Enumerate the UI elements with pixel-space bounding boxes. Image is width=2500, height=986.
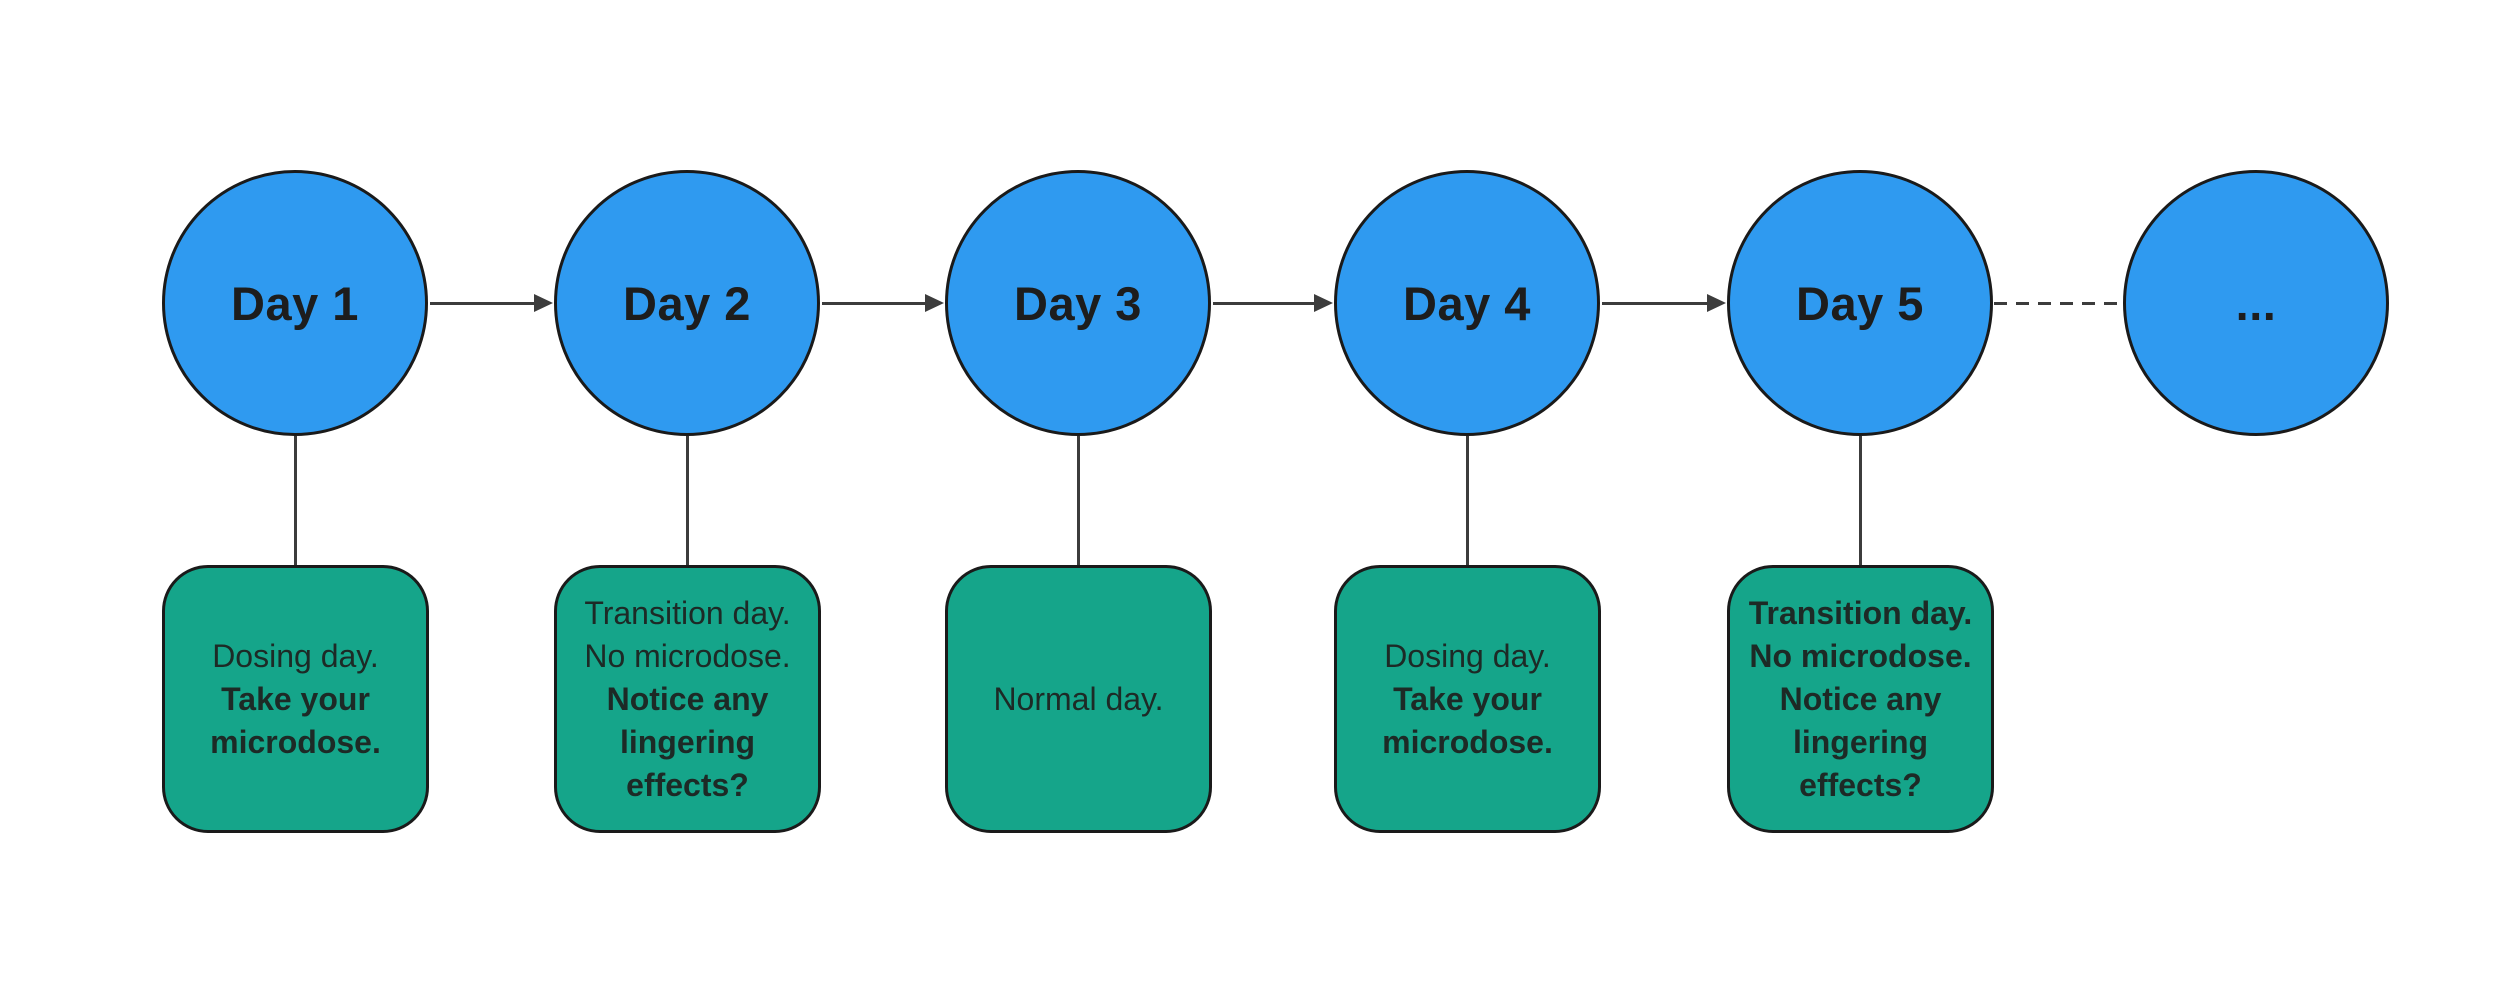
note-connector-day-3: [1076, 436, 1080, 565]
note-day-3: Normal day.: [945, 565, 1212, 833]
node-day-2-label: Day 2: [623, 276, 751, 330]
arrow-head-icon: [1707, 294, 1726, 312]
note-line: No microdose.: [584, 637, 791, 674]
note-line: Notice any: [606, 680, 769, 717]
note-day-4-text: Dosing day. Take your microdose.: [1382, 635, 1553, 764]
note-day-2-text: Transition day. No microdose. Notice any…: [584, 592, 790, 807]
node-day-1: Day 1: [162, 170, 428, 436]
note-connector-day-5: [1858, 436, 1862, 565]
note-connector-day-1: [293, 436, 297, 565]
node-day-3: Day 3: [945, 170, 1211, 436]
dashed-connector-day5-to-ellipsis: [1994, 302, 2122, 305]
note-day-1-text: Dosing day. Take your microdose.: [210, 635, 381, 764]
note-line: Notice any: [1779, 680, 1942, 717]
note-line: Dosing day.: [212, 637, 379, 674]
arrow-line: [1602, 301, 1707, 305]
node-day-5-label: Day 5: [1796, 276, 1924, 330]
arrow-head-icon: [925, 294, 944, 312]
note-connector-day-4: [1465, 436, 1469, 565]
node-day-4-label: Day 4: [1403, 276, 1531, 330]
arrow-line: [430, 301, 534, 305]
note-day-1: Dosing day. Take your microdose.: [162, 565, 429, 833]
node-ellipsis-label: ...: [2235, 276, 2277, 330]
note-day-3-text: Normal day.: [993, 678, 1163, 721]
arrow-line: [1213, 301, 1314, 305]
note-day-4: Dosing day. Take your microdose.: [1334, 565, 1601, 833]
note-line: Dosing day.: [1384, 637, 1551, 674]
note-line: microdose.: [210, 723, 381, 760]
node-ellipsis: ...: [2123, 170, 2389, 436]
note-line: No microdose.: [1749, 637, 1972, 674]
note-line: Transition day.: [1748, 594, 1973, 631]
note-line: Transition day.: [584, 594, 791, 631]
note-line: microdose.: [1382, 723, 1553, 760]
note-line: effects?: [626, 766, 749, 803]
arrow-day1-to-day2: [430, 294, 553, 312]
note-line: lingering: [1792, 723, 1929, 760]
node-day-4: Day 4: [1334, 170, 1600, 436]
node-day-3-label: Day 3: [1014, 276, 1142, 330]
arrow-day4-to-day5: [1602, 294, 1726, 312]
node-day-1-label: Day 1: [231, 276, 359, 330]
note-day-5: Transition day. No microdose. Notice any…: [1727, 565, 1994, 833]
node-day-5: Day 5: [1727, 170, 1993, 436]
note-line: Normal day.: [993, 680, 1164, 717]
note-day-5-text: Transition day. No microdose. Notice any…: [1749, 592, 1972, 807]
note-line: Take your: [1393, 680, 1542, 717]
arrow-day2-to-day3: [822, 294, 944, 312]
arrow-line: [822, 301, 925, 305]
arrow-head-icon: [534, 294, 553, 312]
arrow-day3-to-day4: [1213, 294, 1333, 312]
note-connector-day-2: [685, 436, 689, 565]
note-line: lingering: [619, 723, 756, 760]
arrow-head-icon: [1314, 294, 1333, 312]
note-line: Take your: [221, 680, 370, 717]
node-day-2: Day 2: [554, 170, 820, 436]
note-day-2: Transition day. No microdose. Notice any…: [554, 565, 821, 833]
note-line: effects?: [1799, 766, 1922, 803]
